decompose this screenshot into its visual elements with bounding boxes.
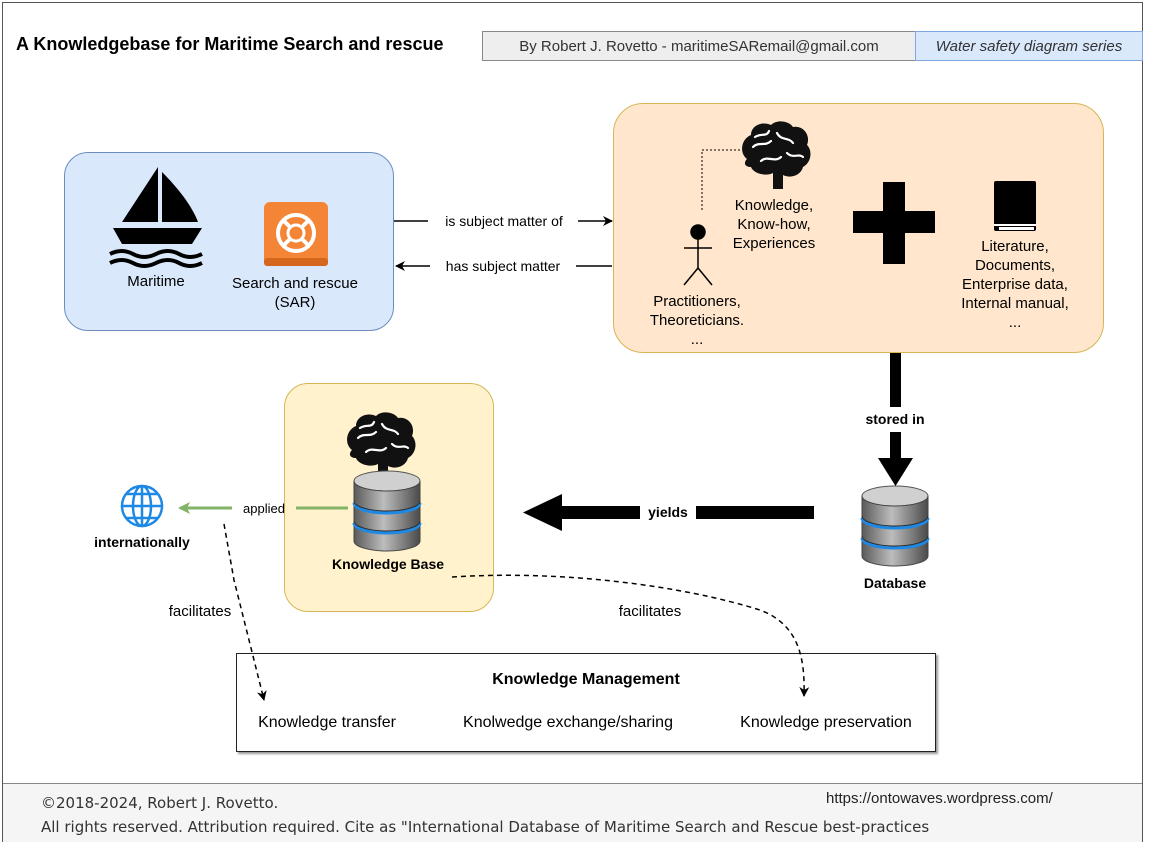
literature-line-1: Literature, — [981, 238, 1049, 255]
km-item-exchange: Knolwedge exchange/sharing — [463, 714, 673, 731]
knowledge-label: Knowledge, Know-how, Experiences — [724, 196, 824, 253]
km-item-transfer: Knowledge transfer — [258, 714, 396, 731]
facilitates-right-label: facilitates — [618, 603, 682, 620]
stored-in-arrow-top — [890, 353, 901, 407]
yields-arrow-right — [696, 506, 814, 519]
people-line-2: Theoreticians. — [649, 312, 745, 329]
sailboat-icon — [109, 167, 203, 268]
knowledge-management-box — [236, 653, 936, 752]
relation-has-subject-matter: has subject matter — [445, 258, 561, 274]
facilitates-left-arrow — [223, 523, 267, 701]
author-credit: By Robert J. Rovetto - maritimeSARemail@… — [482, 31, 916, 61]
sar-label: Search and rescue (SAR) — [219, 274, 371, 312]
kb-brain-icon — [345, 411, 417, 482]
yields-arrow-left — [562, 506, 640, 519]
stored-in-label: stored in — [865, 411, 925, 427]
applied-label: applied — [243, 501, 285, 516]
literature-line-3: Enterprise data, — [962, 276, 1068, 293]
person-icon — [683, 224, 713, 286]
sar-label-line2: (SAR) — [274, 294, 316, 311]
internationally-label: internationally — [94, 534, 190, 550]
stored-in-arrow-bottom — [890, 432, 901, 458]
people-line-3: ... — [690, 331, 704, 348]
km-title: Knowledge Management — [492, 671, 680, 688]
people-label: Practitioners, Theoreticians. ... — [637, 292, 757, 349]
literature-line-4: Internal manual, — [961, 295, 1069, 312]
knowledge-line-3: Experiences — [732, 235, 816, 252]
person-brain-connector — [701, 149, 742, 210]
footer — [3, 783, 1142, 842]
sar-label-line1: Search and rescue — [232, 275, 358, 292]
database-icon — [860, 484, 930, 568]
knowledge-base-label: Knowledge Base — [331, 556, 445, 572]
series-label: Water safety diagram series — [915, 31, 1143, 61]
yields-label: yields — [648, 504, 688, 520]
yields-arrowhead — [523, 494, 562, 531]
literature-line-5: ... — [1008, 314, 1022, 331]
knowledge-line-2: Know-how, — [737, 216, 811, 233]
brain-icon — [740, 120, 812, 191]
lifebuoy-icon — [264, 202, 328, 266]
literature-line-2: Documents, — [974, 257, 1056, 274]
diagram-title: A Knowledgebase for Maritime Search and … — [16, 34, 444, 54]
stored-in-arrowhead — [878, 458, 913, 486]
database-label: Database — [863, 575, 927, 591]
kb-database-icon — [352, 469, 422, 553]
globe-icon — [120, 484, 164, 528]
relation-is-subject-matter-of: is subject matter of — [445, 213, 563, 229]
footer-copyright: ©2018-2024, Robert J. Rovetto. — [41, 794, 279, 812]
footer-rights: All rights reserved. Attribution require… — [41, 818, 930, 836]
maritime-box — [64, 152, 394, 331]
people-line-1: Practitioners, — [653, 293, 741, 310]
facilitates-right-arrow — [451, 574, 810, 697]
literature-label: Literature, Documents, Enterprise data, … — [947, 237, 1083, 332]
plus-icon — [853, 182, 935, 264]
maritime-label: Maritime — [127, 273, 185, 290]
facilitates-left-label: facilitates — [168, 603, 232, 620]
km-item-preservation: Knowledge preservation — [740, 714, 912, 731]
book-icon — [994, 181, 1036, 231]
knowledge-line-1: Knowledge, — [734, 197, 814, 214]
footer-url-link[interactable]: https://ontowaves.wordpress.com/ — [826, 790, 1053, 807]
